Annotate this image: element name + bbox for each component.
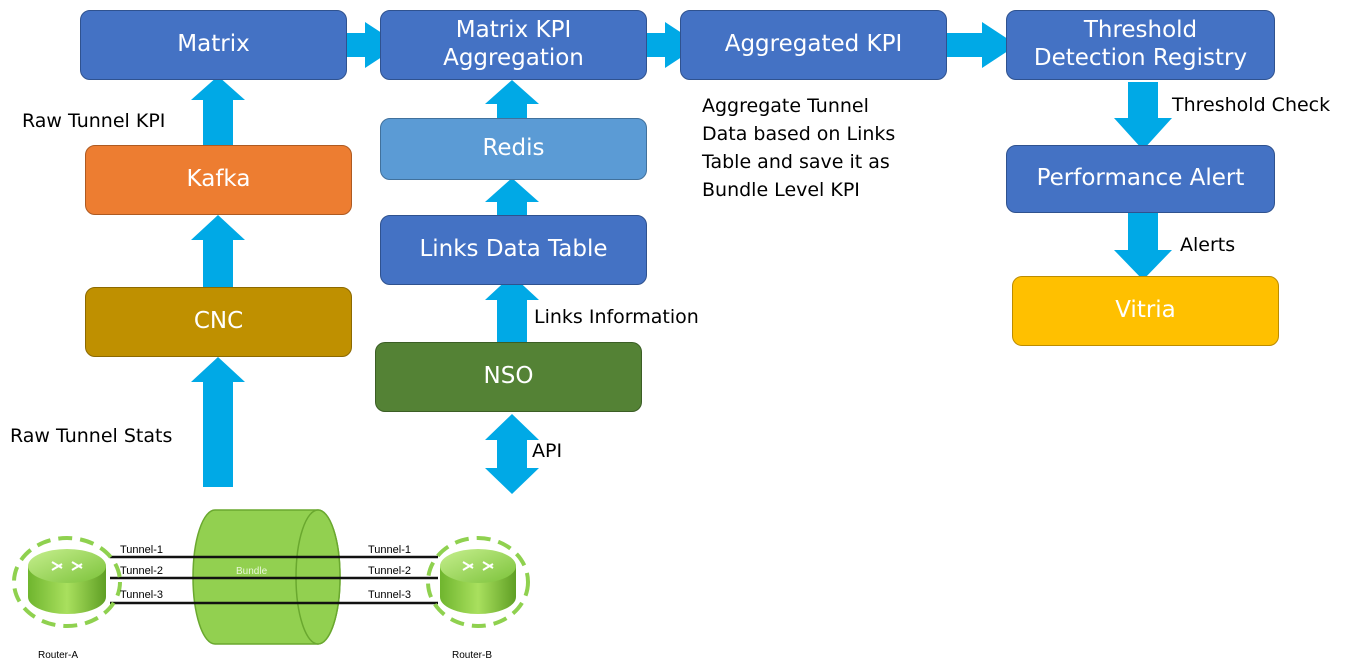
aggregated-kpi-box: Aggregated KPI xyxy=(680,10,947,80)
kafka-label: Kafka xyxy=(186,166,251,193)
vitria-label: Vitria xyxy=(1115,297,1176,324)
arrow-threshold-to-performance xyxy=(1114,82,1172,150)
tunnel-3-left-label: Tunnel-3 xyxy=(120,589,164,601)
performance-alert-box: Performance Alert xyxy=(1006,145,1275,213)
threshold-label-line1: Threshold xyxy=(1083,17,1198,44)
raw-tunnel-kpi-label: Raw Tunnel KPI xyxy=(22,110,166,132)
matrix-kpi-label-line1: Matrix KPI xyxy=(455,17,572,44)
redis-label: Redis xyxy=(482,135,545,162)
raw-tunnel-stats-label: Raw Tunnel Stats xyxy=(10,425,173,447)
tunnel-2-right-label: Tunnel-2 xyxy=(368,565,412,577)
cnc-label: CNC xyxy=(193,308,244,335)
tunnel-2-left-label: Tunnel-2 xyxy=(120,565,164,577)
links-information-label: Links Information xyxy=(534,306,699,328)
tunnel-3-right-label: Tunnel-3 xyxy=(368,589,412,601)
cnc-box: CNC xyxy=(85,287,352,357)
tunnel-1-left-label: Tunnel-1 xyxy=(120,544,164,556)
router-a-icon xyxy=(12,536,122,628)
nso-label: NSO xyxy=(483,363,534,390)
matrix-label: Matrix xyxy=(177,31,250,58)
arrow-redis-to-aggregation xyxy=(485,80,539,120)
arrow-api-bidirectional xyxy=(485,414,539,494)
aggregate-line3: Table and save it as xyxy=(702,151,890,173)
bundle-label: Bundle xyxy=(236,566,268,577)
links-data-table-label: Links Data Table xyxy=(419,236,608,263)
arrow-performance-to-vitria xyxy=(1114,210,1172,280)
arrow-nso-to-links xyxy=(485,275,539,345)
aggregated-kpi-label: Aggregated KPI xyxy=(724,31,903,58)
matrix-box: Matrix xyxy=(80,10,347,80)
threshold-label-line2: Detection Registry xyxy=(1033,45,1248,71)
arrow-kafka-to-matrix xyxy=(191,76,245,158)
router-b-icon xyxy=(426,536,530,628)
links-data-table-box: Links Data Table xyxy=(380,215,647,285)
matrix-kpi-aggregation-box: Matrix KPI Aggregation xyxy=(380,10,647,80)
vitria-box: Vitria xyxy=(1012,276,1279,346)
arrow-aggregated-to-threshold xyxy=(945,22,1017,68)
nso-box: NSO xyxy=(375,342,642,412)
aggregate-line4: Bundle Level KPI xyxy=(702,179,860,201)
router-a-label: Router-A xyxy=(38,650,79,661)
aggregate-line2: Data based on Links xyxy=(702,123,896,145)
arrow-cnc-to-kafka xyxy=(191,215,245,290)
router-b-label: Router-B xyxy=(452,650,493,661)
threshold-detection-registry-box: Threshold Detection Registry xyxy=(1006,10,1275,80)
alerts-label: Alerts xyxy=(1180,234,1236,256)
kafka-box: Kafka xyxy=(85,145,352,215)
aggregate-line1: Aggregate Tunnel xyxy=(702,95,869,117)
performance-alert-label: Performance Alert xyxy=(1036,165,1245,192)
tunnel-1-right-label: Tunnel-1 xyxy=(368,544,412,556)
matrix-kpi-label-line2: Aggregation xyxy=(443,45,584,71)
redis-box: Redis xyxy=(380,118,647,180)
aggregate-description: Aggregate Tunnel Data based on Links Tab… xyxy=(702,92,895,204)
arrow-stats-to-cnc xyxy=(191,357,245,487)
threshold-check-label: Threshold Check xyxy=(1172,94,1331,116)
arrow-links-to-redis xyxy=(485,178,539,216)
api-label: API xyxy=(532,440,563,462)
